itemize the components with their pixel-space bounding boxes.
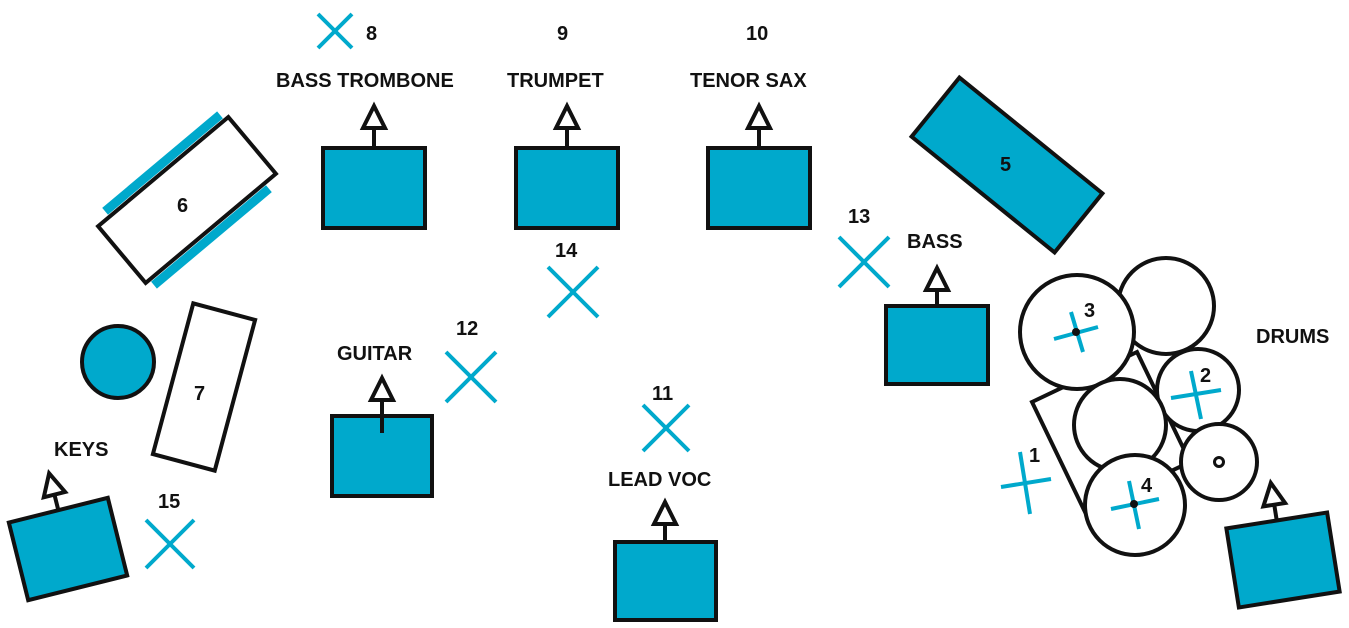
position-number-6: 6 [177,195,188,217]
keys-position [6,468,130,603]
mic-position-12-marker [444,350,498,404]
position-number-7: 7 [194,383,205,405]
lead-voc-position [613,497,718,622]
bass-position [884,263,990,386]
position-5-riser [908,74,1106,256]
drum-hihat-center [1213,456,1225,468]
drum-mic-3-dot [1072,328,1080,336]
position-number-15: 15 [158,491,180,513]
label-lead-voc: LEAD VOC [608,469,711,491]
label-drums: DRUMS [1256,326,1329,348]
position-number-2: 2 [1200,365,1211,387]
drum-mic-4-dot [1130,500,1138,508]
guitar-position [330,373,434,498]
drums-position [1224,478,1342,610]
tenor-sax-position [706,101,812,230]
label-trumpet: TRUMPET [507,70,604,92]
drum-mic-1-marker [1000,451,1052,515]
position-number-9: 9 [557,23,568,45]
position-number-5: 5 [1000,154,1011,176]
position-number-14: 14 [555,240,578,262]
drum-tom-2 [1155,347,1241,433]
label-bass-trombone: BASS TROMBONE [276,70,454,92]
mic-position-11-marker [641,403,691,453]
keys-stool [80,324,156,400]
position-number-12: 12 [456,318,478,340]
position-number-10: 10 [746,23,768,45]
trumpet-position [514,101,620,230]
mic-position-15-marker [144,518,196,570]
position-number-13: 13 [848,206,870,228]
drum-mic-2-marker [1170,370,1222,420]
label-keys: KEYS [54,439,108,461]
label-tenor-sax: TENOR SAX [690,70,807,92]
mic-position-13-marker [837,235,891,289]
mic-position-8-marker [316,12,354,50]
position-7-keyboard [150,300,258,474]
bass-trombone-position [321,101,427,230]
position-number-11: 11 [652,383,673,405]
position-number-4: 4 [1141,475,1153,497]
drum-kit: 3 2 4 1 [1000,256,1259,557]
label-guitar: GUITAR [337,343,413,365]
position-number-8: 8 [366,23,377,45]
position-number-3: 3 [1084,300,1095,322]
label-bass: BASS [907,231,963,253]
mic-position-14-marker [546,265,600,319]
position-number-1: 1 [1029,445,1040,467]
position-6-keyboard [95,111,279,289]
